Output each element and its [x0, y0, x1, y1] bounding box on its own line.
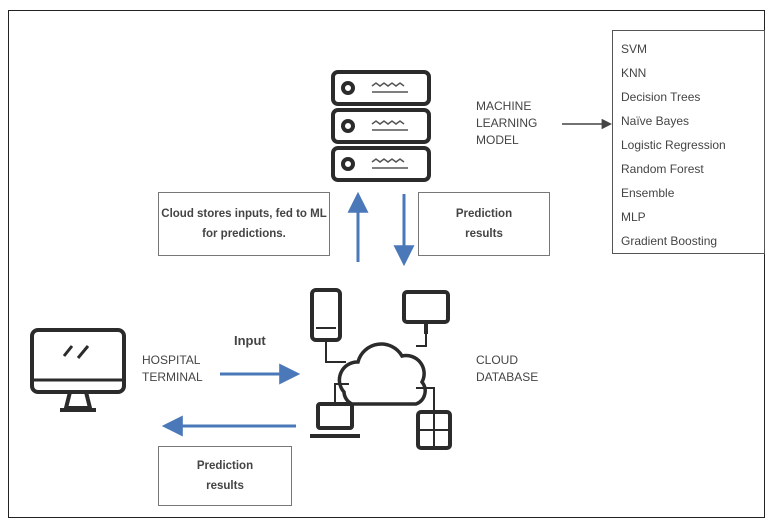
cloud-label-line: CLOUD: [476, 353, 519, 367]
prediction-results-box-bottom: Prediction results: [158, 446, 292, 506]
server-stack-icon: [331, 70, 431, 182]
prediction-results-box-top: Prediction results: [418, 192, 550, 256]
monitor-icon: [30, 328, 126, 412]
algorithm-item: Logistic Regression: [621, 138, 726, 152]
cloud-network-icon: [310, 288, 452, 450]
algorithm-item: Naïve Bayes: [621, 114, 690, 128]
prediction-results-text: Prediction results: [196, 460, 254, 492]
ml-model-label-line: MACHINE: [476, 99, 532, 113]
diagram-frame: [8, 10, 765, 518]
algorithm-item: Decision Trees: [621, 90, 701, 104]
ml-model-label-line: MODEL: [476, 133, 519, 147]
hospital-label-line: HOSPITAL: [142, 353, 201, 367]
ml-model-label: MACHINE LEARNING MODEL: [476, 98, 537, 149]
prediction-results-text: Prediction results: [455, 208, 513, 240]
ml-model-label-line: LEARNING: [476, 116, 538, 130]
input-label: Input: [234, 333, 266, 348]
cloud-label-line: DATABASE: [476, 370, 539, 384]
hospital-label-line: TERMINAL: [142, 370, 203, 384]
cloud-note-box: Cloud stores inputs, fed to ML for predi…: [158, 192, 330, 256]
algorithm-item: KNN: [621, 66, 647, 80]
cloud-database-label: CLOUD DATABASE: [476, 352, 538, 386]
algorithm-item: Ensemble: [621, 186, 675, 200]
hospital-terminal-label: HOSPITAL TERMINAL: [142, 352, 203, 386]
algorithm-item: MLP: [621, 210, 646, 224]
algorithm-item: Random Forest: [621, 162, 704, 176]
algorithm-item: Gradient Boosting: [621, 234, 718, 248]
cloud-note-text: Cloud stores inputs, fed to ML for predi…: [161, 208, 327, 240]
algorithm-item: SVM: [621, 42, 648, 56]
algorithm-list: SVM KNN Decision Trees Naïve Bayes Logis…: [612, 30, 765, 254]
